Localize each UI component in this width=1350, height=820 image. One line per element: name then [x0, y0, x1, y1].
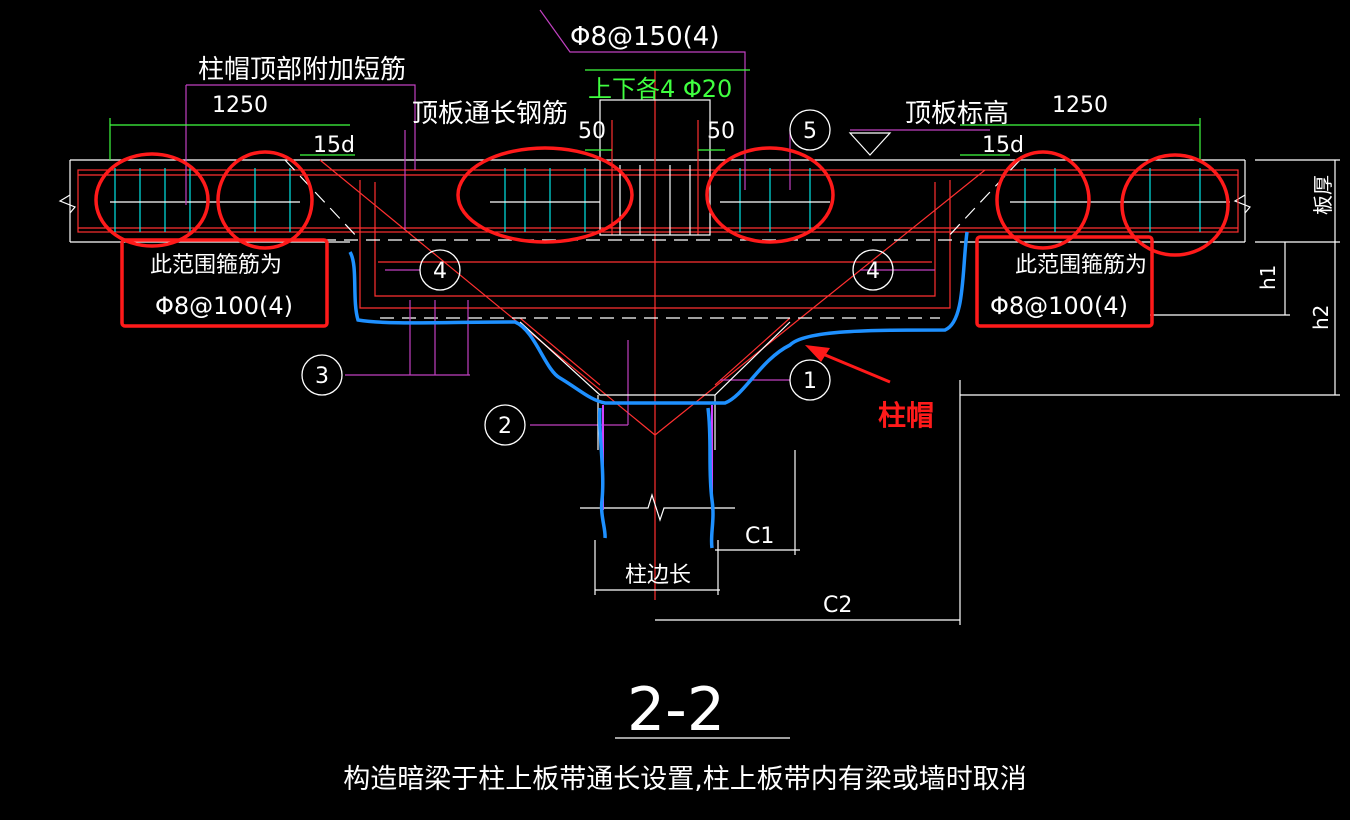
- callout-2: 2: [498, 414, 512, 439]
- dimension-lines: [109, 69, 1201, 160]
- dim-1250-right: 1250: [1052, 93, 1108, 118]
- top-bottom-bars-label: 上下各4 Φ20: [588, 75, 732, 103]
- callout-3: 3: [315, 364, 329, 389]
- column-markup-left: [597, 407, 607, 539]
- column-side-length-label: 柱边长: [625, 563, 691, 588]
- column-markup-right: [706, 407, 715, 549]
- callout-1: 1: [803, 369, 817, 394]
- column-cap-arrow: [805, 345, 891, 384]
- callout-4-left: 4: [433, 259, 447, 284]
- h2-label: h2: [1309, 305, 1333, 330]
- column-cap-label: 柱帽: [878, 399, 934, 432]
- cap-markup-line: [348, 231, 969, 405]
- right-annotation-box: [975, 235, 1154, 328]
- right-box-line1: 此范围箍筋为: [1015, 253, 1147, 278]
- leader-lines: [185, 9, 990, 426]
- callout-4-right: 4: [866, 259, 880, 284]
- markup-circles: [94, 146, 1230, 257]
- callout-5: 5: [803, 119, 817, 144]
- dim-15d-right: 15d: [982, 133, 1024, 158]
- c2-label: C2: [823, 593, 852, 618]
- left-annotation-box: [120, 238, 329, 328]
- vertical-dimensions: [580, 159, 1340, 739]
- beam-section: [599, 99, 711, 236]
- top-slab-elevation-label: 顶板标高: [905, 99, 1009, 129]
- top-stirrup-spec: Φ8@150(4): [570, 22, 719, 52]
- cap-top-short-bars-label: 柱帽顶部附加短筋: [198, 55, 406, 85]
- cap-outline: [519, 132, 892, 450]
- h1-label: h1: [1256, 265, 1280, 290]
- right-box-line2: Φ8@100(4): [990, 292, 1128, 320]
- section-note: 构造暗梁于柱上板带通长设置,柱上板带内有梁或墙时取消: [343, 764, 1027, 795]
- top-slab-through-bars-label: 顶板通长钢筋: [412, 99, 568, 129]
- dashed-line: [284, 159, 1021, 319]
- column-edges: [602, 405, 713, 510]
- slab-rebar: [77, 70, 1239, 600]
- stirrups: [114, 168, 1201, 232]
- slab-thickness-label: 板厚: [1311, 175, 1335, 215]
- c1-label: C1: [745, 524, 774, 549]
- dim-15d-left: 15d: [313, 133, 355, 158]
- dim-1250-left: 1250: [212, 93, 268, 118]
- callout-circles: [301, 109, 894, 446]
- dim-50-left: 50: [578, 119, 606, 144]
- section-title: 2-2: [627, 675, 725, 745]
- left-box-line2: Φ8@100(4): [155, 292, 293, 320]
- left-box-line1: 此范围箍筋为: [150, 253, 282, 278]
- slab-outline: [58, 159, 1251, 243]
- dim-50-right: 50: [707, 119, 735, 144]
